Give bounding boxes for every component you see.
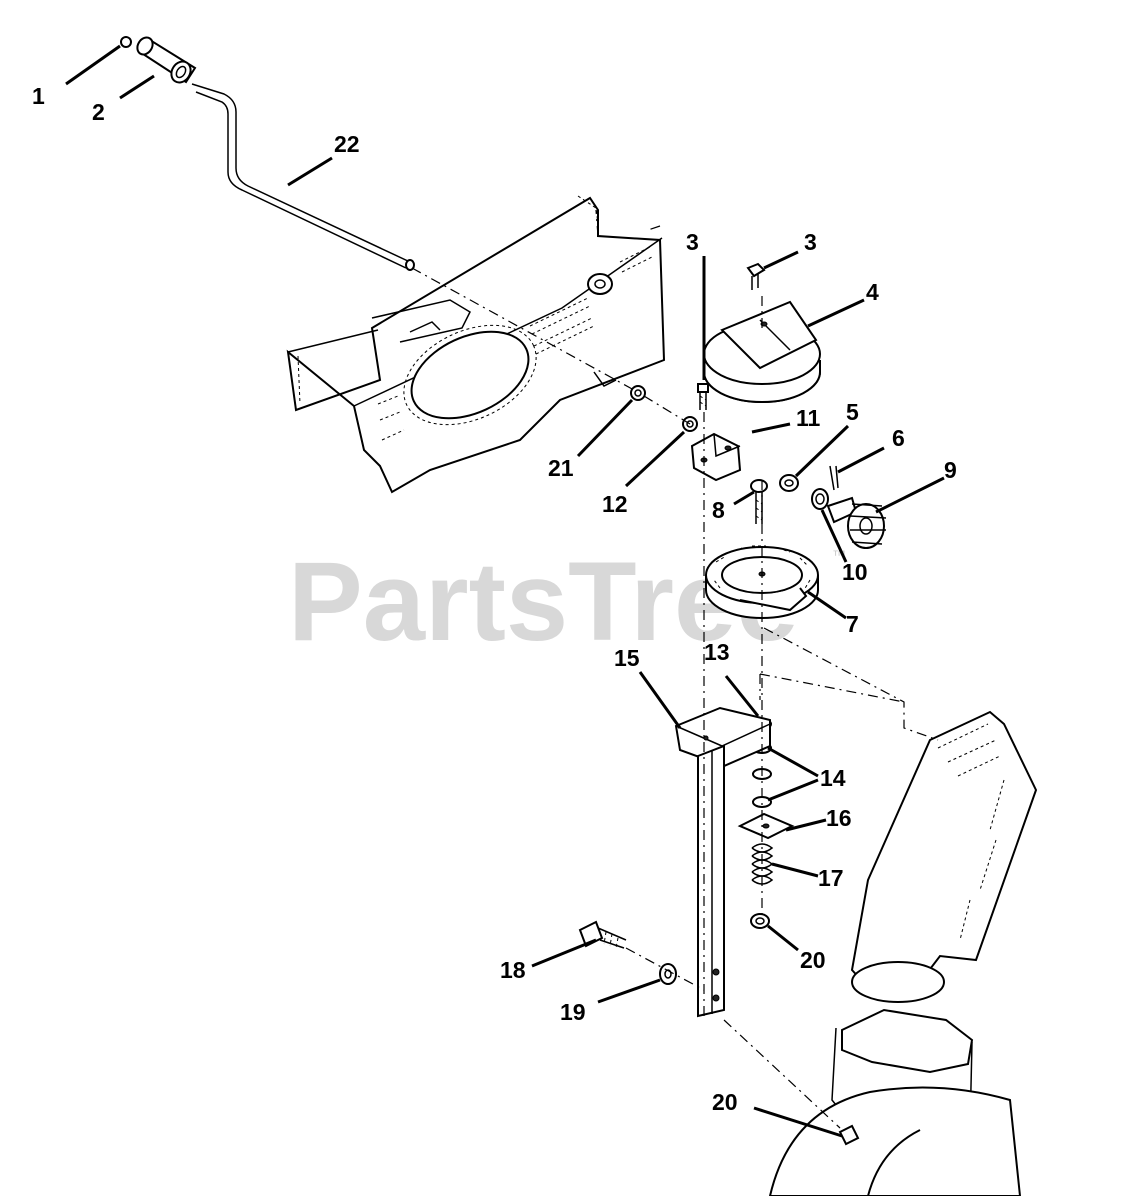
callout-16: 16 [826,805,852,831]
callout-5: 5 [846,399,859,425]
part-21-bushing [630,385,646,401]
callout-3-left: 3 [686,229,699,255]
part-20-nut-upper [750,913,770,929]
callout-13: 13 [704,639,730,665]
callout-12: 12 [602,491,628,517]
callout-1: 1 [32,83,45,109]
part-18-bolt [578,920,627,949]
part-7-ring-gear [705,545,819,619]
callout-19: 19 [560,999,586,1025]
part-2-sleeve [136,36,197,84]
callout-8: 8 [712,497,725,523]
callout-2: 2 [92,99,105,125]
leader-lines [65,44,945,1138]
callout-20-lower: 20 [712,1089,738,1115]
callout-4: 4 [866,279,879,305]
callout-20-upper: 20 [800,947,826,973]
callout-22: 22 [334,131,360,157]
callout-17: 17 [818,865,844,891]
part-4-chute-cap [703,300,821,403]
discharge-chute [768,710,1038,1196]
part-10-washer [811,488,829,510]
part-3-bolt-right [746,262,766,290]
part-20-nut-lower [838,1124,860,1146]
callout-6: 6 [892,425,905,451]
callout-15: 15 [614,645,640,671]
part-11-bracket [690,432,742,482]
callout-10: 10 [842,559,868,585]
callout-18: 18 [500,957,526,983]
part-16-plate [737,812,795,840]
callout-11: 11 [796,405,821,431]
part-1-cap [120,36,132,48]
part-22-crank-rod [191,83,415,271]
callout-7: 7 [846,611,859,637]
dashboard-panel [286,195,666,494]
assembly-lines [411,209,939,1129]
part-3-bolt-left [697,383,709,410]
part-9-gear [826,496,887,549]
callout-labels: 1 2 22 3 3 4 11 5 6 9 21 12 8 10 7 15 13… [32,83,957,1115]
callout-14: 14 [820,765,846,791]
part-19-washer [659,963,677,985]
callout-21: 21 [548,455,574,481]
part-8-carriage-bolt [750,479,768,524]
callout-9: 9 [944,457,957,483]
part-6-pin [829,465,839,491]
callout-3-right: 3 [804,229,817,255]
part-5-nut [779,474,799,492]
